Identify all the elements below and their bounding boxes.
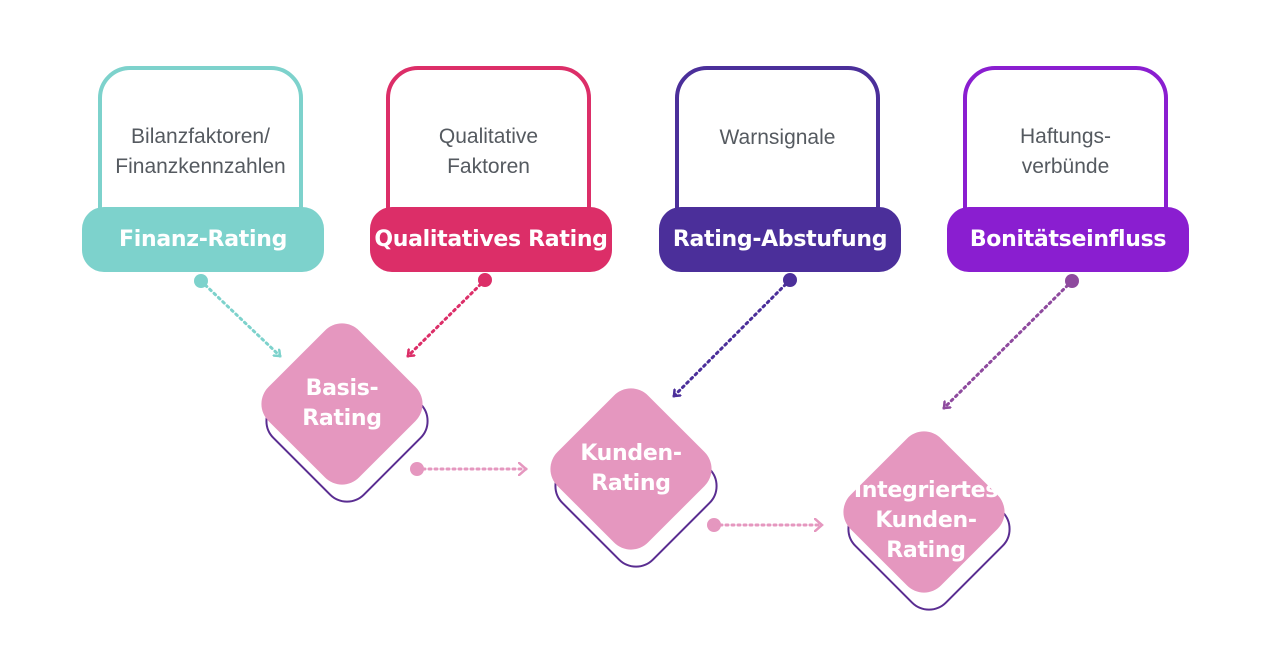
pill-rating-abstufung: Rating-Abstufung (659, 207, 901, 272)
diamond-label-kunden: Kunden- Rating (580, 441, 682, 496)
diamond-label-basis: Basis- Rating (302, 376, 382, 431)
pill-finanz-rating: Finanz-Rating (82, 207, 324, 272)
card-description: Bilanzfaktoren/ Finanzkennzahlen (115, 125, 286, 178)
pill-qualitatives-rating: Qualitatives Rating (370, 207, 612, 272)
diamond-basis (261, 323, 429, 503)
connector-kunden-to-integriert (707, 518, 822, 532)
connector-finanz-to-basis (194, 274, 282, 358)
diamond-integriert (843, 431, 1011, 611)
connector-bonitaet-to-integriert (942, 274, 1079, 410)
card-description: Haftungs- verbünde (1019, 125, 1112, 178)
diamond-kunden (550, 388, 718, 568)
connector-abstufung-to-kunden (672, 273, 797, 398)
card-description: Warnsignale (719, 126, 836, 149)
card-description: Qualitative Faktoren (438, 125, 539, 178)
connector-qualitativ-to-basis (406, 273, 492, 358)
diamond-label-integriert: Integriertes Kunden- Rating (853, 478, 999, 563)
pill-bonitaetseinfluss: Bonitätseinfluss (947, 207, 1189, 272)
connector-basis-to-kunden (410, 462, 526, 476)
